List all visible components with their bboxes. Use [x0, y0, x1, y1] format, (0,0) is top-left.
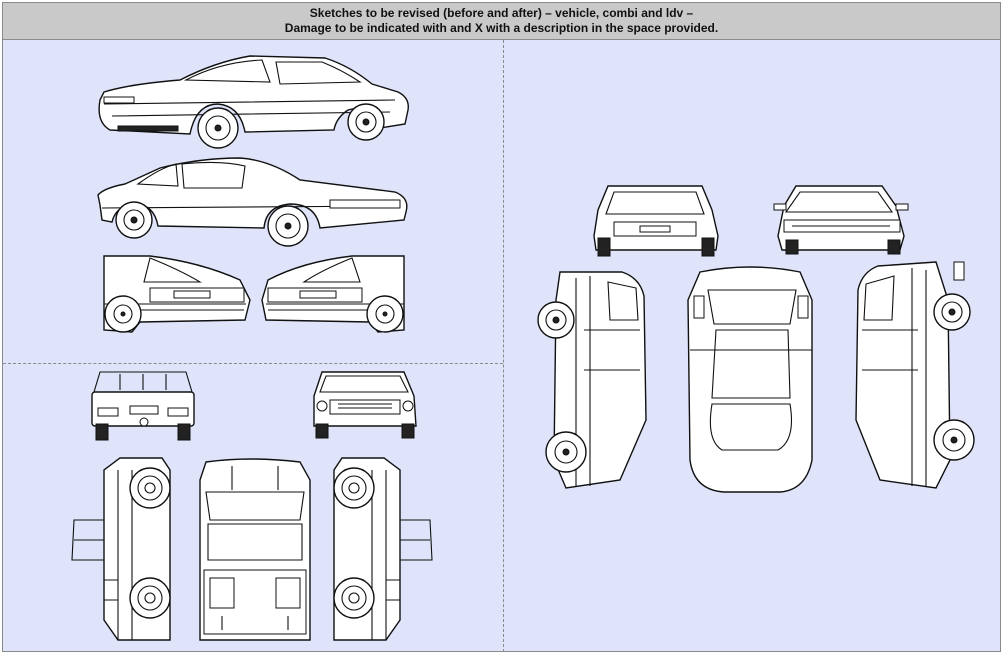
- pickup-rear-view[interactable]: [91, 371, 195, 441]
- header-line-2: Damage to be indicated with and X with a…: [284, 21, 719, 35]
- sedan-rear-right-view[interactable]: [261, 255, 405, 333]
- pickup-left-side-view[interactable]: [71, 457, 171, 641]
- sedan-rear-left-view[interactable]: [103, 255, 251, 333]
- vertical-divider: [503, 40, 504, 652]
- combi-rear-view[interactable]: [593, 185, 719, 257]
- combi-front-view[interactable]: [773, 185, 909, 255]
- sedan-left-side-view[interactable]: [98, 55, 409, 149]
- pickup-front-view[interactable]: [313, 371, 417, 439]
- header-line-1: Sketches to be revised (before and after…: [309, 6, 694, 20]
- combi-right-side-view[interactable]: [855, 261, 975, 489]
- horizontal-divider: [3, 363, 503, 364]
- pickup-top-view[interactable]: [199, 458, 311, 641]
- combi-left-side-view[interactable]: [537, 271, 647, 489]
- combi-top-view[interactable]: [687, 266, 813, 493]
- sedan-right-side-view[interactable]: [97, 157, 408, 247]
- pickup-right-side-view[interactable]: [333, 457, 433, 641]
- form-header: Sketches to be revised (before and after…: [3, 3, 1000, 40]
